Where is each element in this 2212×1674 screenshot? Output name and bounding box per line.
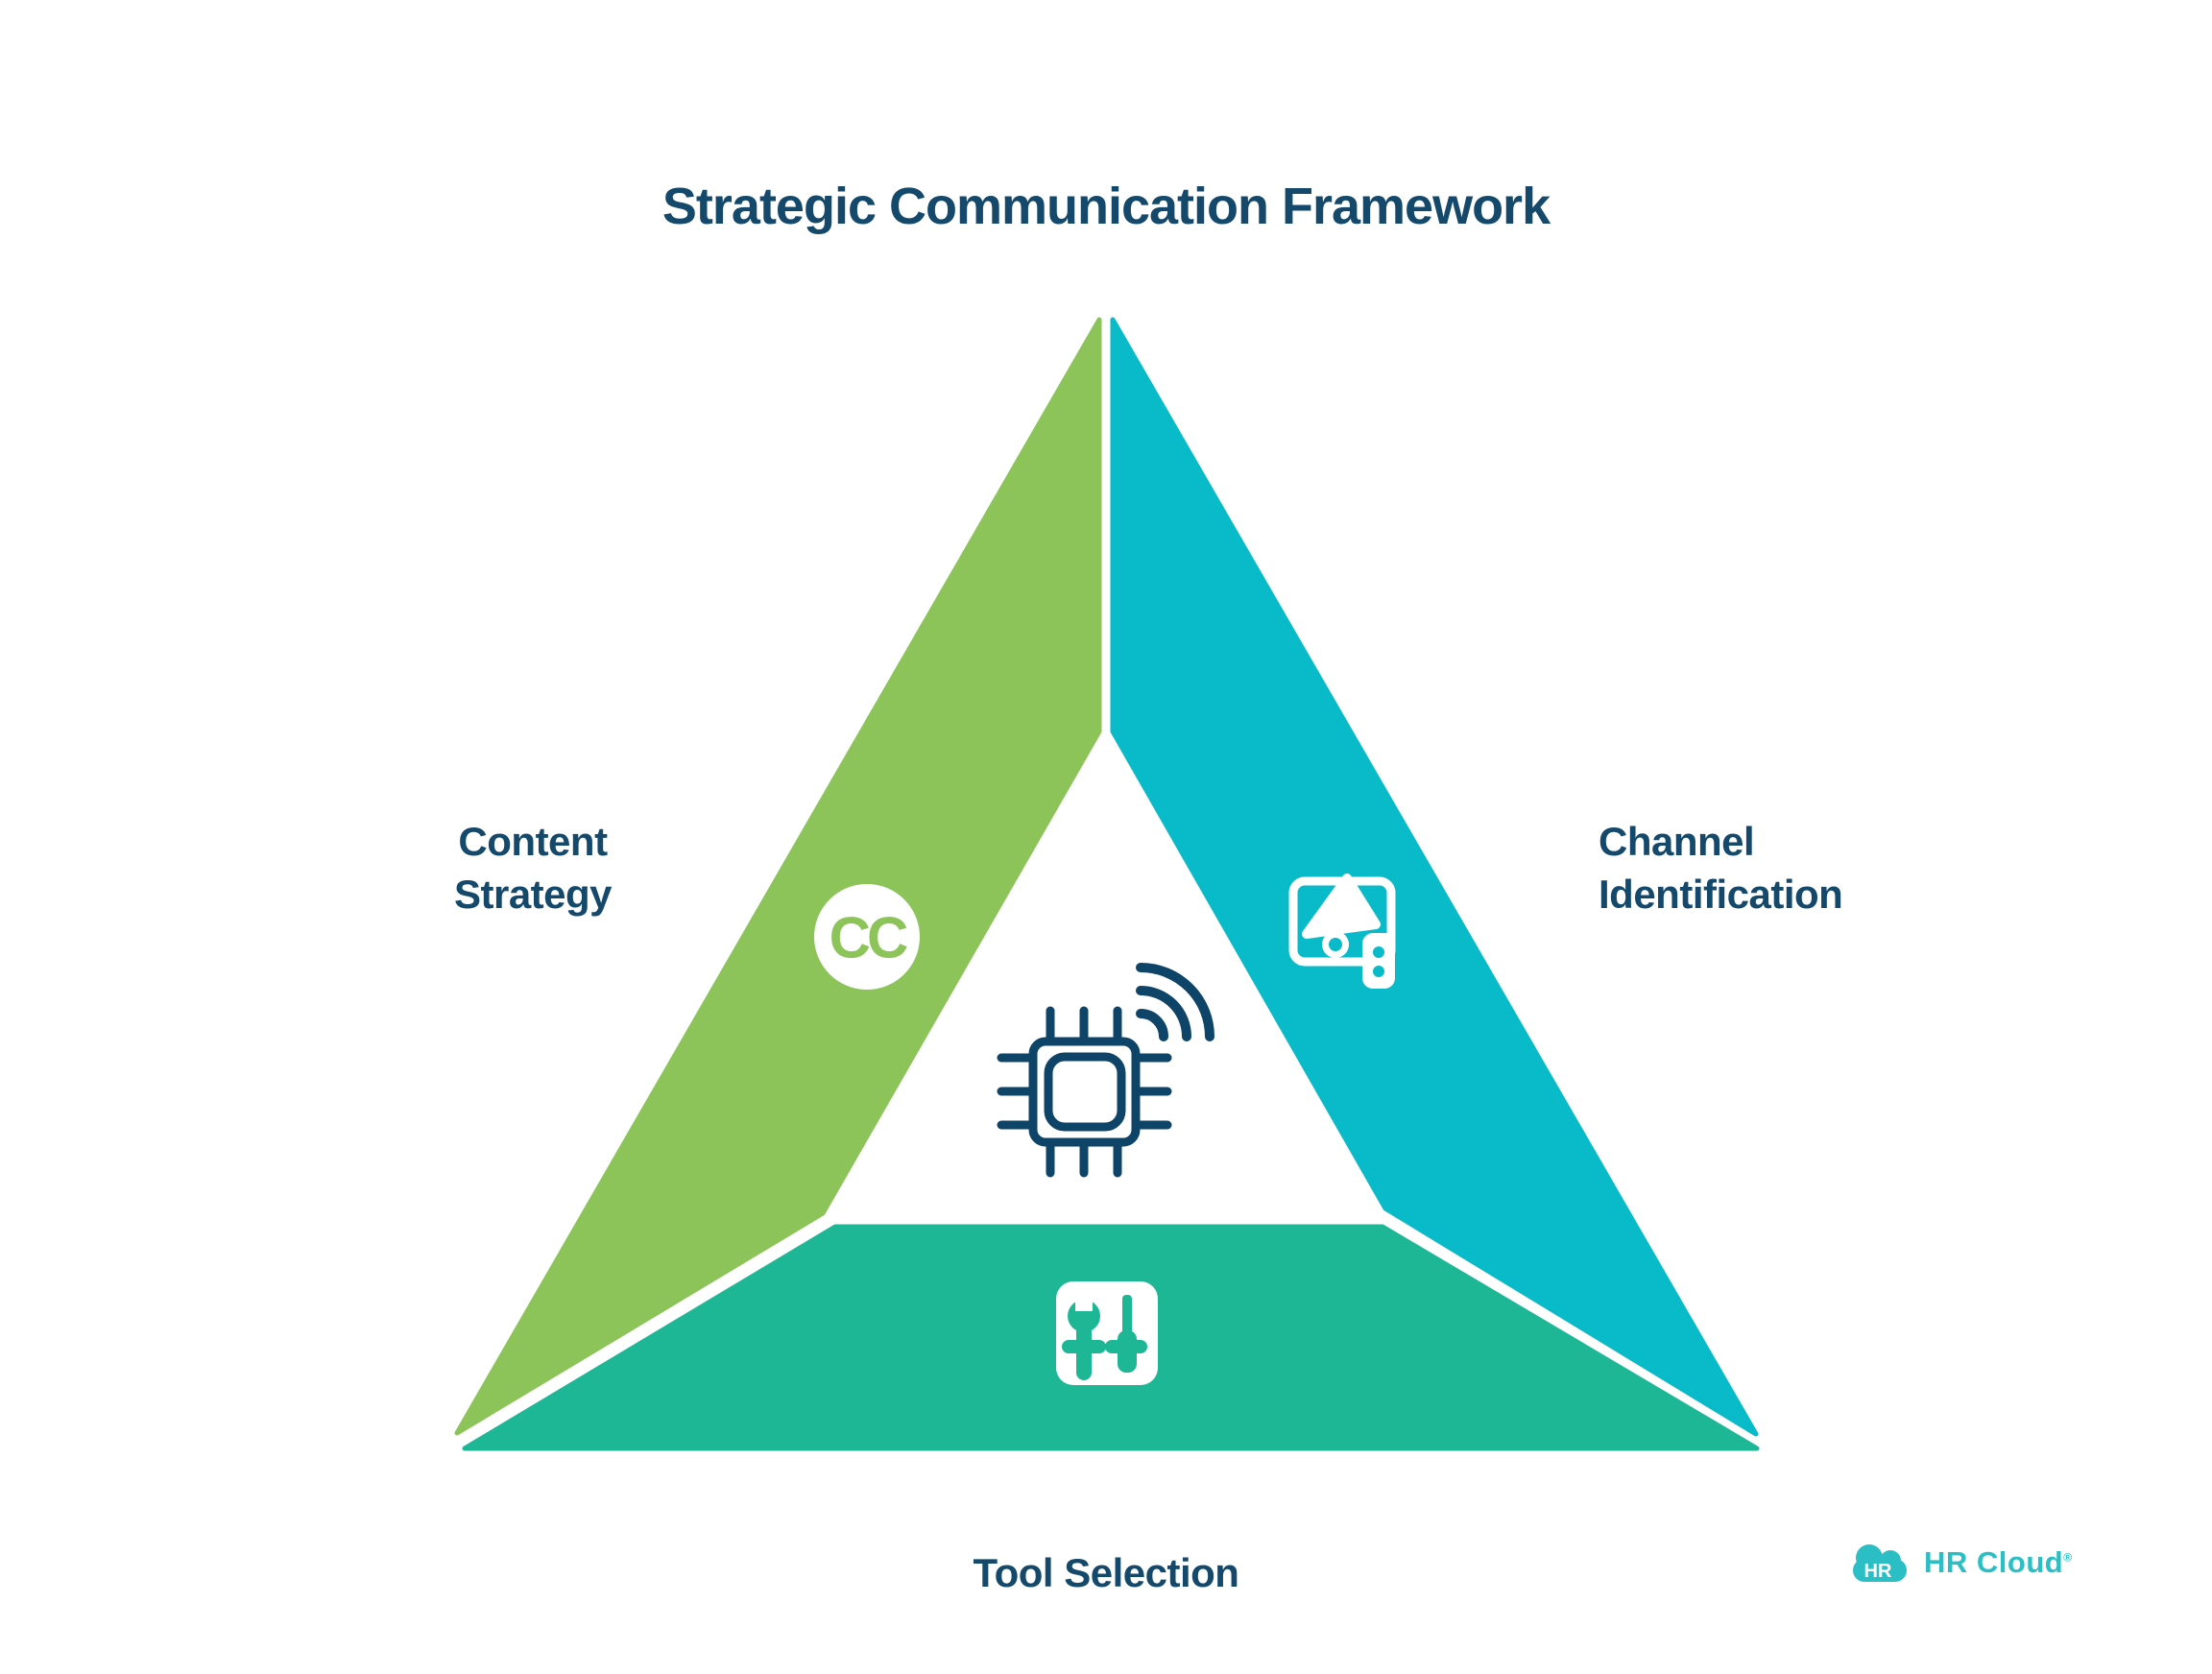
- screwdriver-crossbar: [1105, 1340, 1147, 1353]
- label-channel-identification: Channel Identification: [1599, 819, 1843, 917]
- label-content-strategy: Content Strategy: [453, 819, 613, 917]
- label-tool-selection: Tool Selection: [973, 1550, 1239, 1595]
- chip-wifi-icon: [997, 963, 1214, 1178]
- screwdriver-blade: [1122, 1295, 1132, 1335]
- hr-cloud-logo: HR HR Cloud®: [1845, 1538, 2073, 1588]
- segment-content-strategy: [454, 317, 1102, 1436]
- cc-icon-circle: [814, 884, 920, 990]
- tools-tile: [1056, 1281, 1158, 1385]
- page-title: Strategic Communication Framework: [661, 178, 1551, 236]
- logo-brand-label: HR Cloud: [1924, 1545, 2064, 1579]
- remote-body: [1362, 933, 1395, 989]
- segment-channel-identification: [1110, 317, 1759, 1437]
- logo-brand-text: HR Cloud®: [1924, 1545, 2073, 1580]
- wrench-crossbar: [1062, 1340, 1106, 1353]
- megaphone-cone: [1302, 873, 1381, 939]
- wifi-signal-icon: [1136, 963, 1214, 1041]
- tablet-megaphone-icon: [1288, 873, 1396, 989]
- remote-dot-top: [1373, 946, 1384, 958]
- cc-icon-label: CC: [830, 906, 907, 970]
- cc-icon: CC: [814, 884, 920, 990]
- registered-mark: ®: [2063, 1550, 2073, 1565]
- logo-badge-text: HR: [1864, 1561, 1892, 1582]
- wrench-notch: [1075, 1288, 1093, 1311]
- wrench-screwdriver-icon: [1056, 1281, 1158, 1385]
- megaphone-knob-hole: [1329, 938, 1342, 951]
- cloud-icon: HR: [1853, 1544, 1907, 1582]
- chip-core: [1044, 1052, 1126, 1132]
- remote-dot-bottom: [1373, 966, 1384, 977]
